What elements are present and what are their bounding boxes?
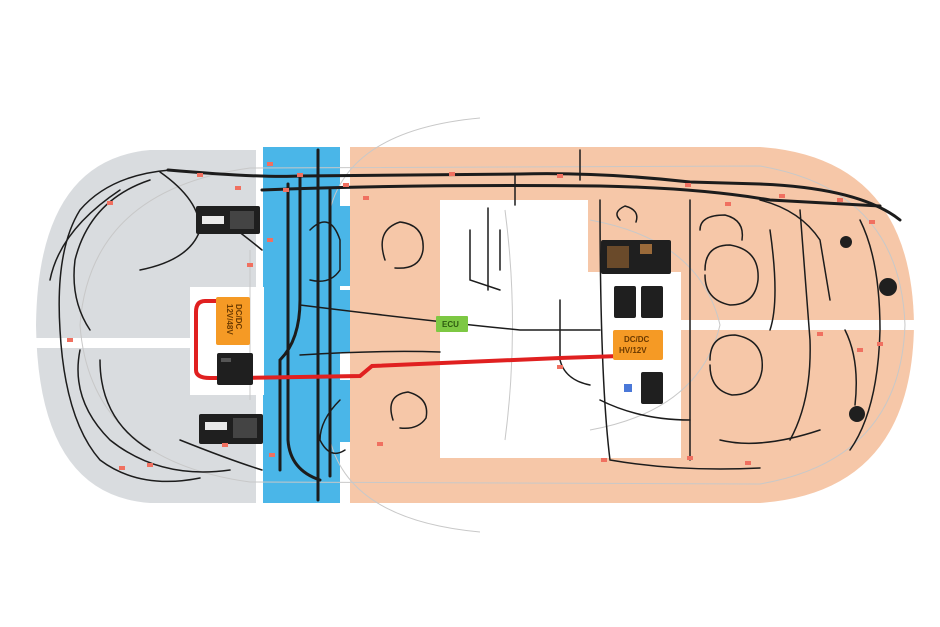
- connector-tag: [269, 453, 275, 457]
- wire-segment: [789, 209, 811, 441]
- rear-relay-module-3: [624, 372, 663, 404]
- front-fuse-box-upper: [196, 206, 260, 234]
- connector-tag: [283, 188, 289, 192]
- front-inverter-box: [217, 353, 253, 385]
- svg-text:DC/DC: DC/DC: [234, 304, 243, 330]
- wire-segment: [278, 176, 302, 472]
- connector-tag: [267, 162, 273, 166]
- connector-tag: [857, 348, 863, 352]
- wire-segment: [73, 179, 151, 331]
- connector-tag: [147, 463, 153, 467]
- connector-tag: [877, 342, 883, 346]
- wire-segment: [381, 221, 424, 269]
- connector-tag: [107, 201, 113, 205]
- connector-tag: [817, 332, 823, 336]
- connector-tag: [685, 183, 691, 187]
- connector-tag: [119, 466, 125, 470]
- ecu-module-green: ECU: [436, 316, 468, 332]
- wire-segment: [299, 350, 441, 356]
- wire-segment: [179, 439, 263, 471]
- connector-tag: [837, 198, 843, 202]
- connector-tag: [557, 174, 563, 178]
- wire-segment: [49, 189, 121, 281]
- rear-junction-box: [601, 240, 671, 274]
- cutout-rear-band: [680, 320, 914, 330]
- wire-segment: [469, 229, 501, 291]
- rear-sensor-top: [840, 236, 852, 248]
- connector-tag: [235, 186, 241, 190]
- connector-tag: [377, 442, 383, 446]
- wire-segment: [319, 399, 346, 455]
- connector-tags: [67, 162, 883, 470]
- wire-segment: [309, 221, 341, 282]
- dcdc-12v-48v-module: DC/DC 12V/48V: [216, 297, 250, 345]
- wire-segment: [599, 399, 691, 421]
- wire-segment: [58, 169, 201, 483]
- connector-tag: [687, 456, 693, 460]
- rear-speaker-upper: [879, 278, 897, 296]
- wire-segment: [769, 229, 776, 331]
- connector-tag: [247, 263, 253, 267]
- connector-tag: [869, 220, 875, 224]
- wire-harness: [49, 148, 902, 502]
- connector-tag: [557, 365, 563, 369]
- wire-segment: [99, 359, 151, 451]
- connector-tag: [297, 173, 303, 177]
- front-fuse-box-lower: [199, 414, 263, 444]
- wire-segment: [719, 429, 821, 445]
- rear-relay-module-1: [614, 286, 636, 318]
- connector-tag: [267, 238, 273, 242]
- wire-segment: [699, 214, 744, 241]
- wire-segment: [759, 199, 831, 301]
- connector-tag: [725, 202, 731, 206]
- rear-relay-module-2: [641, 286, 663, 318]
- wire-segment: [260, 184, 882, 208]
- svg-text:12V/48V: 12V/48V: [225, 304, 234, 335]
- connector-tag: [601, 458, 607, 462]
- wire-segment: [166, 168, 902, 222]
- wire-segment: [616, 205, 638, 223]
- connector-tag: [779, 194, 785, 198]
- rear-speaker-lower: [849, 406, 865, 422]
- connector-tag: [197, 173, 203, 177]
- svg-text:HV/12V: HV/12V: [619, 346, 647, 355]
- wire-segment: [704, 244, 759, 306]
- connector-tag: [343, 183, 349, 187]
- dcdc-hv-12v-module: DC/DC HV/12V: [613, 330, 663, 360]
- wire-segment: [849, 219, 881, 451]
- wire-segment: [299, 304, 601, 331]
- cutout-front-band: [36, 338, 264, 348]
- connector-tag: [745, 461, 751, 465]
- connector-tag: [67, 338, 73, 342]
- wire-segment: [599, 199, 761, 470]
- connector-tag: [449, 172, 455, 176]
- wire-segment: [559, 299, 591, 386]
- wire-segment: [390, 391, 428, 430]
- svg-text:DC/DC: DC/DC: [624, 335, 650, 344]
- wire-segment: [77, 349, 231, 473]
- svg-text:ECU: ECU: [442, 320, 459, 329]
- wire-segment: [709, 334, 763, 396]
- connector-tag: [222, 443, 228, 447]
- wire-segment: [286, 182, 322, 482]
- connector-tag: [363, 196, 369, 200]
- wire-segment: [844, 329, 857, 406]
